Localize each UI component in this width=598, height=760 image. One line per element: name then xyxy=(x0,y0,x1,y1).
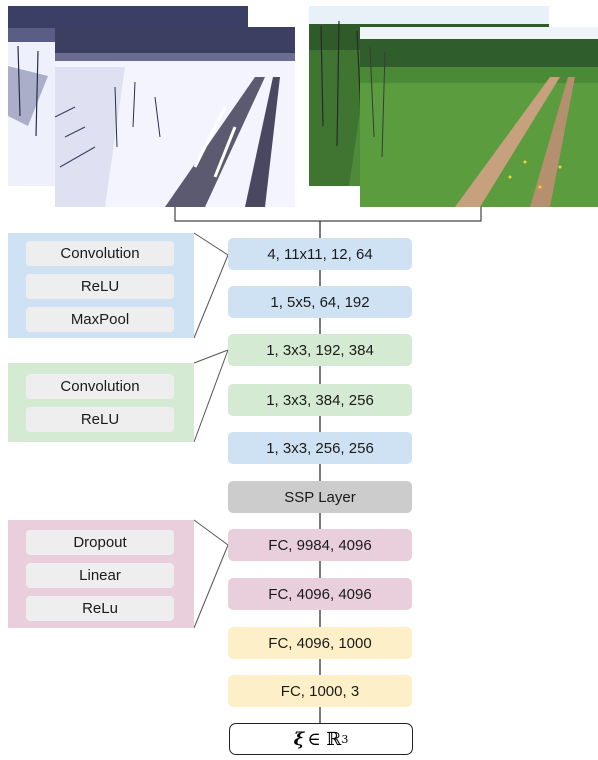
layer-conv3: 1, 3x3, 192, 384 xyxy=(228,334,412,366)
layer-conv5: 1, 3x3, 256, 256 xyxy=(228,432,412,464)
layer-fc4: FC, 1000, 3 xyxy=(228,675,412,707)
grass-field-photo-front xyxy=(360,27,598,207)
layer-conv4: 1, 3x3, 384, 256 xyxy=(228,384,412,416)
output-relation: ∈ xyxy=(307,728,321,750)
layer-fc2: FC, 4096, 4096 xyxy=(228,578,412,610)
group-op: Dropout xyxy=(26,530,174,555)
group-op: Convolution xyxy=(26,241,174,266)
layer-conv1: 4, 11x11, 12, 64 xyxy=(228,238,412,270)
group-op: ReLU xyxy=(26,407,174,432)
group-op: Convolution xyxy=(26,374,174,399)
group-op: MaxPool xyxy=(26,307,174,332)
layer-conv2: 1, 5x5, 64, 192 xyxy=(228,286,412,318)
conv-relu-group: Convolution ReLU xyxy=(8,363,194,442)
conv-relu-maxpool-group: Convolution ReLU MaxPool xyxy=(8,233,194,338)
group-op: ReLu xyxy=(26,596,174,621)
group-op: ReLU xyxy=(26,274,174,299)
group-op: Linear xyxy=(26,563,174,588)
dropout-linear-relu-group: Dropout Linear ReLu xyxy=(8,520,194,628)
snow-field-photo-front xyxy=(55,27,295,207)
output-dim: 3 xyxy=(341,732,349,746)
output-space: ℝ xyxy=(326,728,342,750)
output-symbol: ξ xyxy=(293,728,305,750)
layer-fc1: FC, 9984, 4096 xyxy=(228,529,412,561)
layer-fc3: FC, 4096, 1000 xyxy=(228,627,412,659)
layer-ssp: SSP Layer xyxy=(228,481,412,513)
